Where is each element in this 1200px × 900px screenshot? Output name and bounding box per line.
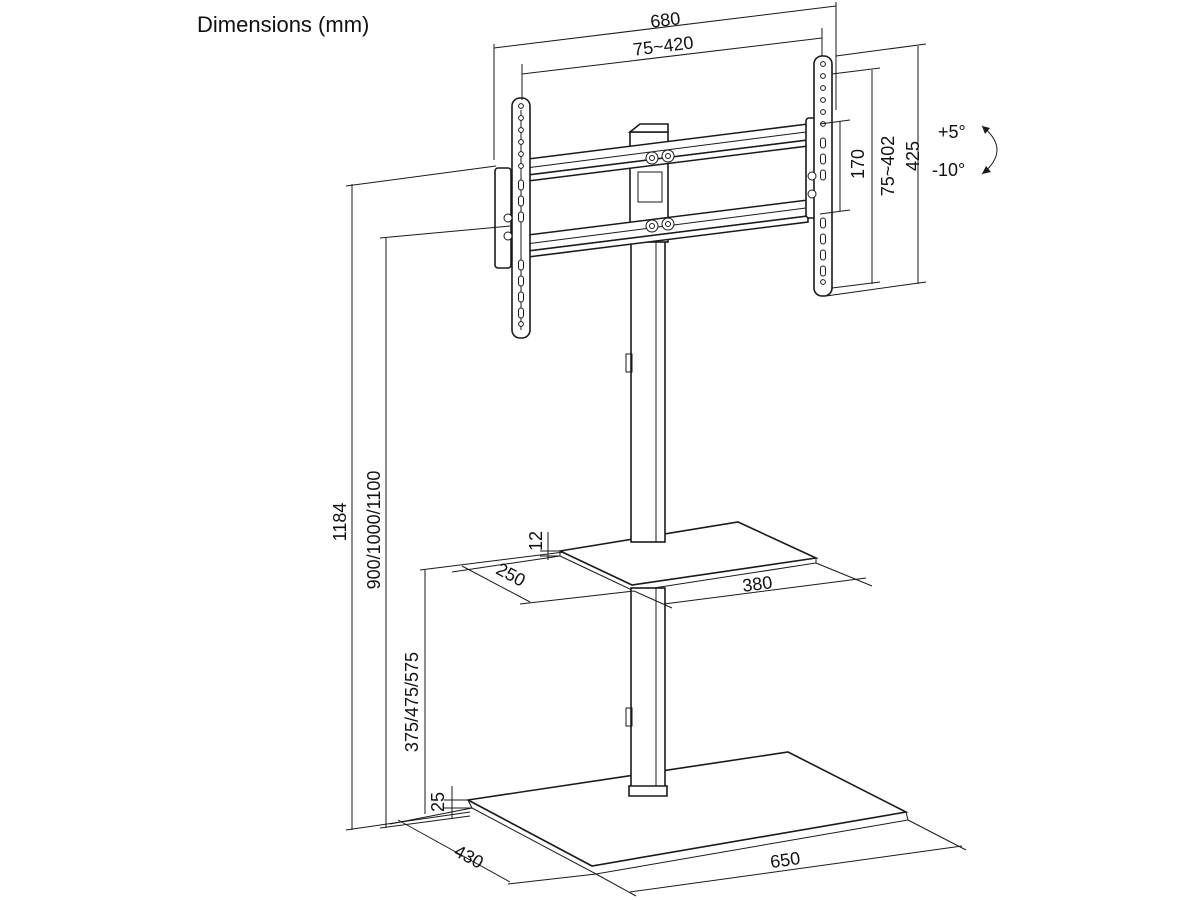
dim-mount-heights: 900/1000/1100 — [364, 471, 384, 590]
right-arm-holes — [807, 61, 826, 285]
column — [625, 239, 668, 797]
dimension-lines — [345, 2, 967, 897]
curved-double-arrow-icon — [981, 125, 998, 175]
dim-shelf-thickness: 12 — [526, 531, 546, 551]
dim-shelf-depth: 250 — [493, 559, 529, 591]
dim-base-width: 650 — [769, 848, 802, 872]
dim-base-thickness: 25 — [428, 792, 448, 812]
dim-base-depth: 430 — [451, 841, 487, 873]
tilt-down-label: -10° — [932, 160, 965, 180]
dim-vesa-height: 75~402 — [878, 136, 898, 197]
tilt-up-label: +5° — [938, 122, 966, 142]
base-plate — [465, 751, 909, 875]
dim-overall-width: 680 — [649, 8, 681, 32]
dim-shelf-width: 380 — [741, 572, 773, 596]
diagram-title: Dimensions (mm) — [197, 12, 370, 37]
dim-overall-height: 1184 — [330, 503, 350, 542]
dim-bracket-offset: 170 — [848, 149, 868, 179]
glass-shelf — [557, 521, 819, 592]
dim-shelf-heights: 375/475/575 — [402, 652, 422, 752]
dim-vesa-width: 75~420 — [632, 32, 695, 59]
dim-bracket-height: 425 — [903, 141, 923, 171]
left-arm-holes — [503, 103, 524, 327]
tv-bracket — [494, 55, 833, 339]
